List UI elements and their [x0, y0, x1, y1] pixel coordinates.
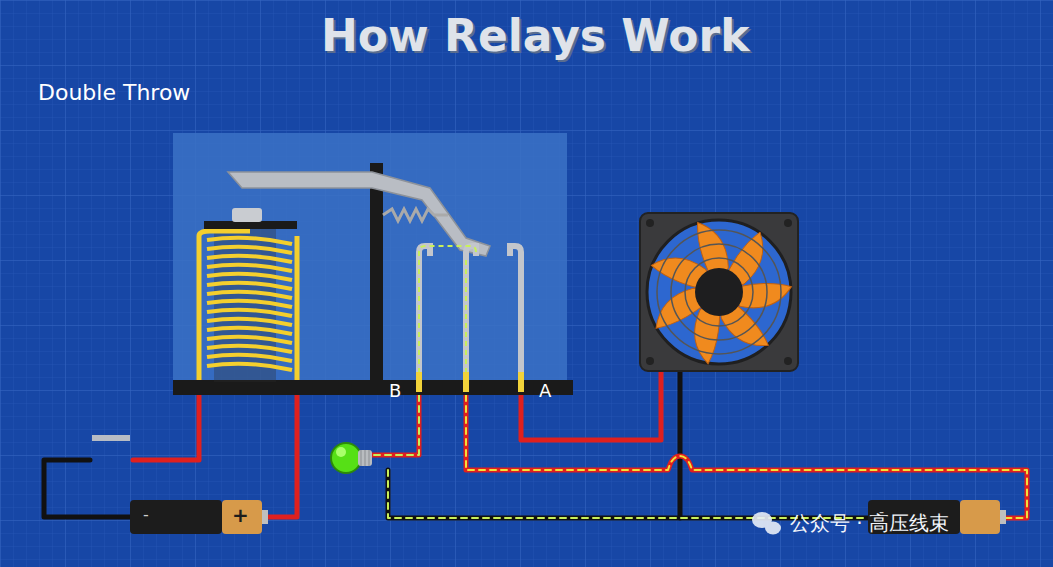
watermark: 公众号 · 高压线束	[790, 510, 949, 537]
coil-winding	[207, 283, 292, 289]
fan-guard	[657, 230, 781, 354]
coil-winding	[207, 247, 292, 253]
battery-polarity: +	[232, 503, 249, 527]
coil-winding	[207, 274, 292, 280]
coil-winding	[207, 328, 292, 334]
coil-winding	[207, 319, 292, 325]
fan-guard	[685, 258, 753, 326]
coil-winding	[207, 310, 292, 316]
fan-guard	[671, 244, 767, 340]
coil-winding	[207, 292, 292, 298]
coil-winding	[207, 256, 292, 262]
terminal-label: B	[389, 380, 401, 401]
title: How Relays Work	[321, 10, 750, 61]
terminal-label: A	[539, 380, 551, 401]
coil-winding	[207, 301, 292, 307]
coil-winding	[207, 337, 292, 343]
battery-polarity: -	[143, 505, 149, 524]
coil-winding	[207, 355, 292, 361]
coil-winding	[207, 364, 292, 370]
coil-winding	[207, 265, 292, 271]
coil-winding	[207, 238, 292, 244]
coil-winding	[207, 346, 292, 352]
subtitle: Double Throw	[38, 80, 190, 105]
